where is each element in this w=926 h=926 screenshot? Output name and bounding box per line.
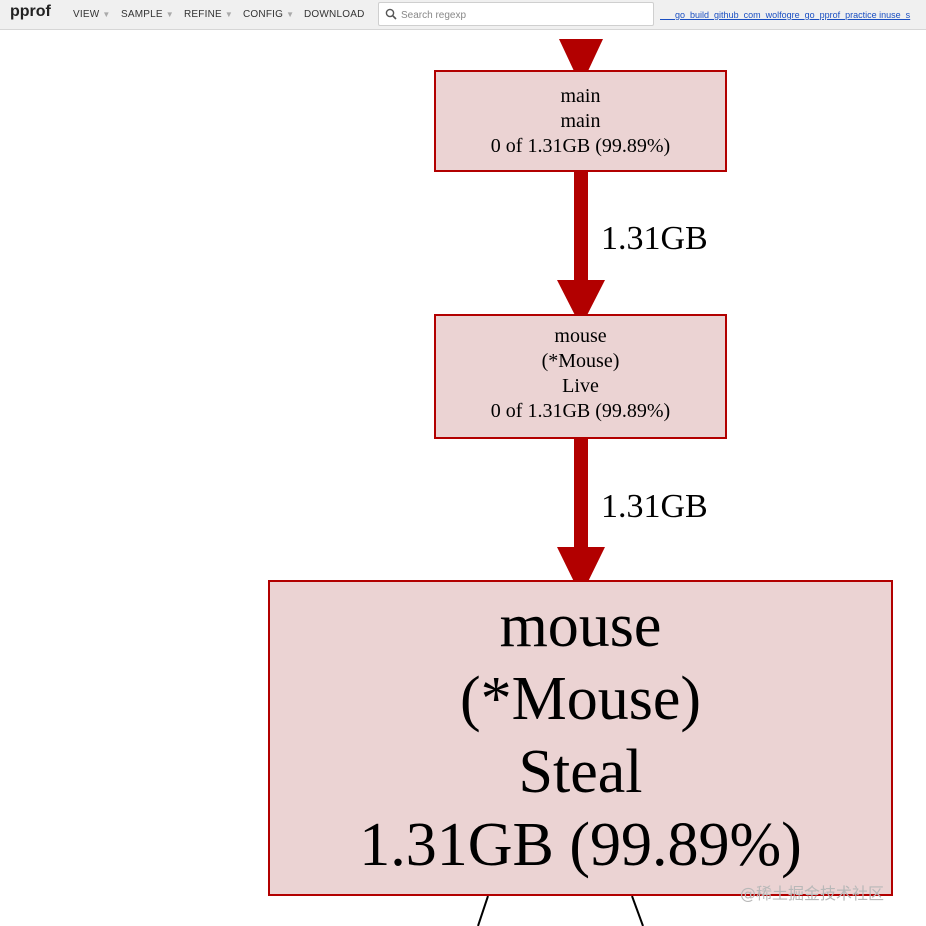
node-main-function: main [560, 110, 601, 132]
menu-view-label: VIEW [73, 9, 100, 20]
edge-label-main-live: 1.31GB [601, 220, 708, 257]
menu-config[interactable]: CONFIG▼ [243, 9, 294, 20]
node-main[interactable]: main main 0 of 1.31GB (99.89%) [434, 70, 727, 172]
caret-down-icon: ▼ [224, 10, 233, 19]
node-live-value: 0 of 1.31GB (99.89%) [490, 400, 671, 422]
graph-edges [477, 39, 644, 926]
node-live-package: mouse [554, 325, 607, 347]
node-steal-function: Steal [518, 738, 643, 806]
node-steal-package: mouse [499, 592, 662, 660]
menu-download[interactable]: DOWNLOAD [304, 9, 365, 20]
search-box[interactable] [378, 2, 654, 26]
edge-live-to-steal[interactable] [557, 439, 605, 596]
menu-download-label: DOWNLOAD [304, 9, 365, 20]
node-steal-value: 1.31GB (99.89%) [359, 811, 802, 879]
incoming-edge [559, 39, 603, 86]
node-steal-receiver: (*Mouse) [459, 665, 702, 733]
menu-sample-label: SAMPLE [121, 9, 163, 20]
menu-view[interactable]: VIEW▼ [73, 9, 110, 20]
menu-refine-label: REFINE [184, 9, 222, 20]
node-live-receiver: (*Mouse) [541, 350, 620, 372]
app-title: pprof [10, 3, 51, 20]
call-graph: main main 0 of 1.31GB (99.89%) 1.31GB mo… [0, 30, 926, 926]
node-mouse-steal[interactable]: mouse (*Mouse) Steal 1.31GB (99.89%) [268, 580, 893, 896]
edge-main-to-live[interactable] [557, 172, 605, 327]
node-mouse-live[interactable]: mouse (*Mouse) Live 0 of 1.31GB (99.89%) [434, 314, 727, 439]
caret-down-icon: ▼ [102, 10, 111, 19]
profile-name-link[interactable]: ___go_build_github_com_wolfogre_go_pprof… [660, 10, 911, 20]
menu-sample[interactable]: SAMPLE▼ [121, 9, 174, 20]
menu-refine[interactable]: REFINE▼ [184, 9, 233, 20]
caret-down-icon: ▼ [286, 10, 295, 19]
menu-config-label: CONFIG [243, 9, 284, 20]
caret-down-icon: ▼ [165, 10, 174, 19]
toolbar: pprof VIEW▼ SAMPLE▼ REFINE▼ CONFIG▼ DOWN… [0, 0, 926, 30]
node-main-value: 0 of 1.31GB (99.89%) [490, 135, 671, 157]
node-live-function: Live [562, 375, 599, 397]
node-main-package: main [560, 85, 601, 107]
search-icon [385, 8, 397, 20]
watermark: @稀土掘金技术社区 [740, 884, 885, 903]
outgoing-edges [477, 895, 644, 926]
search-input[interactable] [399, 5, 653, 25]
edge-label-live-steal: 1.31GB [601, 488, 708, 525]
